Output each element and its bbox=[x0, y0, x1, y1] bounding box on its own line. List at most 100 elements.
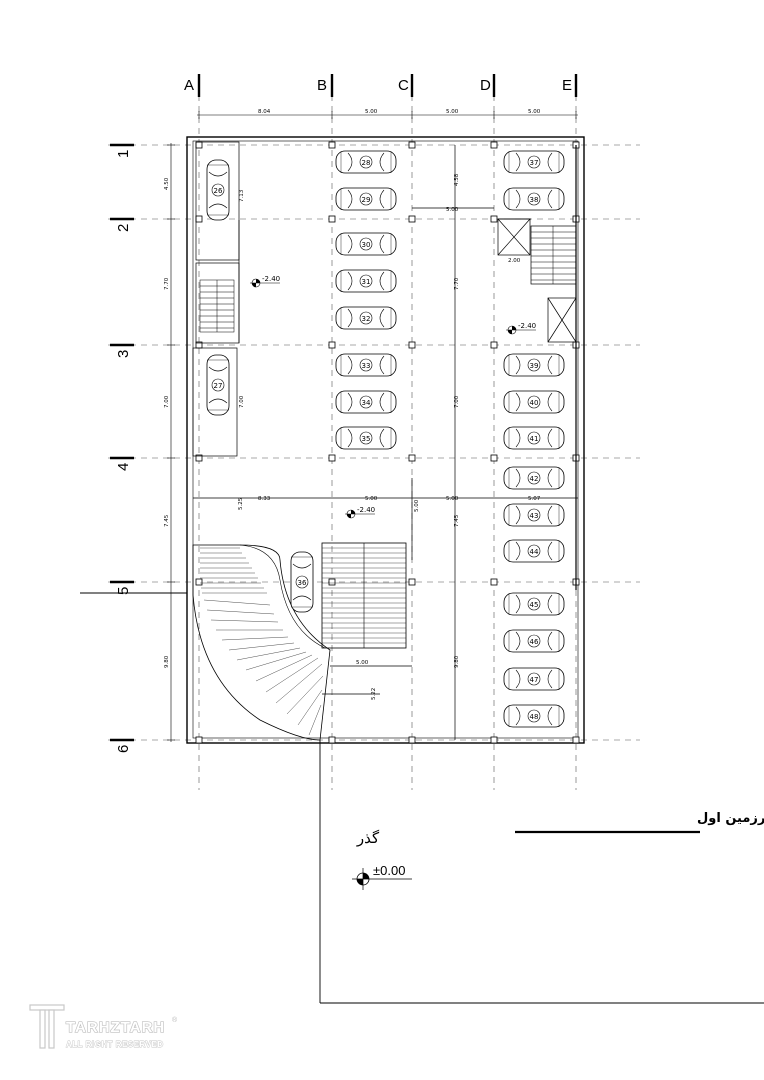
dim-cd-upper: 5.00 bbox=[446, 207, 459, 213]
dim-ab-row: 8.33 bbox=[258, 496, 271, 502]
dim-slot27: 7.00 bbox=[239, 395, 245, 408]
parking-space-38: 38 bbox=[503, 187, 565, 211]
watermark-registered: ® bbox=[172, 1016, 178, 1024]
logo-pillar-icon bbox=[29, 1004, 65, 1049]
axis-bars bbox=[110, 74, 578, 742]
dim-lift: 2.00 bbox=[508, 258, 521, 264]
parking-space-42: 42 bbox=[503, 466, 565, 490]
parking-space-47: 47 bbox=[503, 667, 565, 691]
slot-number: 41 bbox=[530, 435, 539, 443]
parking-space-48: 48 bbox=[503, 704, 565, 728]
axis-label-c: C bbox=[398, 77, 409, 94]
slot-number: 38 bbox=[530, 196, 539, 204]
slot-number: 36 bbox=[298, 579, 307, 587]
level-marker-2 bbox=[506, 325, 536, 335]
slot-number: 47 bbox=[530, 676, 539, 684]
axis-label-6: 6 bbox=[115, 745, 132, 753]
parking-space-43: 43 bbox=[503, 503, 565, 527]
axis-label-4: 4 bbox=[115, 463, 132, 471]
top-dim-de: 5.00 bbox=[528, 109, 541, 115]
slot-number: 46 bbox=[530, 638, 539, 646]
axis-label-d: D bbox=[480, 77, 491, 94]
axis-label-5: 5 bbox=[115, 587, 132, 595]
parking-space-45: 45 bbox=[503, 592, 565, 616]
parking-space-39: 39 bbox=[503, 353, 565, 377]
parking-space-44: 44 bbox=[503, 539, 565, 563]
left-dim-5-6: 9.80 bbox=[164, 655, 170, 668]
curved-ramp bbox=[192, 544, 331, 741]
parking-space-46: 46 bbox=[503, 629, 565, 653]
axis-label-b: B bbox=[317, 77, 327, 94]
level-marker-1 bbox=[250, 278, 280, 288]
axis-label-e: E bbox=[562, 77, 572, 94]
parking-space-29: 29 bbox=[335, 187, 397, 211]
top-dimension-chain bbox=[197, 111, 578, 119]
parking-space-34: 34 bbox=[335, 390, 397, 414]
dim-c-ramp: 5.00 bbox=[414, 499, 420, 512]
slot-number: 29 bbox=[362, 196, 371, 204]
left-dim-3-4: 7.00 bbox=[164, 395, 170, 408]
parking-space-40: 40 bbox=[503, 390, 565, 414]
slot-number: 44 bbox=[530, 548, 539, 556]
left-dim-2-3: 7.70 bbox=[164, 277, 170, 290]
dim-d-row4: 7.45 bbox=[454, 514, 460, 527]
parking-space-28: 28 bbox=[335, 150, 397, 174]
watermark-brand: TARHZTARH bbox=[66, 1019, 165, 1036]
slot-number: 42 bbox=[530, 475, 539, 483]
axis-label-1: 1 bbox=[115, 150, 132, 158]
dim-ramp-width: 5.00 bbox=[356, 660, 369, 666]
slot-number: 45 bbox=[530, 601, 539, 609]
dim-d-mid: 7.70 bbox=[454, 277, 460, 290]
slot-number: 35 bbox=[362, 435, 371, 443]
parking-space-32: 32 bbox=[335, 306, 397, 330]
straight-ramp-treads bbox=[322, 547, 406, 644]
parking-space-31: 31 bbox=[335, 269, 397, 293]
watermark-logo: TARHZTARH ALL RIGHT RESERVED ® bbox=[29, 1004, 178, 1049]
slot-number: 32 bbox=[362, 315, 371, 323]
dim-d-lower: 7.00 bbox=[454, 395, 460, 408]
curved-ramp-treads bbox=[200, 547, 324, 736]
top-dim-cd: 5.00 bbox=[446, 109, 459, 115]
slot-number: 31 bbox=[362, 278, 371, 286]
parking-space-27: 27 bbox=[206, 354, 230, 416]
level-label-1: -2.40 bbox=[262, 275, 280, 283]
ground-level-marker bbox=[352, 868, 412, 890]
level-marker-3 bbox=[345, 509, 375, 519]
interior-lines bbox=[80, 141, 764, 1004]
parking-space-30: 30 bbox=[335, 232, 397, 256]
slot-number: 39 bbox=[530, 362, 539, 370]
dim-d-row5: 9.80 bbox=[454, 655, 460, 668]
left-dimension-chain bbox=[167, 143, 175, 742]
road-label: گذر bbox=[356, 829, 380, 847]
top-dim-bc: 5.00 bbox=[365, 109, 378, 115]
slot-number: 48 bbox=[530, 713, 539, 721]
ground-level-label: ±0.00 bbox=[373, 863, 405, 878]
axis-label-2: 2 bbox=[115, 224, 132, 232]
dim-c-upper: 4.58 bbox=[454, 173, 460, 186]
parking-space-41: 41 bbox=[503, 426, 565, 450]
watermark-tagline: ALL RIGHT RESERVED bbox=[66, 1040, 164, 1049]
parking-space-36: 36 bbox=[290, 551, 314, 613]
stair-upper-left bbox=[199, 279, 235, 333]
slot-number: 40 bbox=[530, 399, 539, 407]
left-dim-4-5: 7.45 bbox=[164, 514, 170, 527]
slot-number: 33 bbox=[362, 362, 371, 370]
parking-space-37: 37 bbox=[503, 150, 565, 174]
dim-cd-row: 5.00 bbox=[446, 496, 459, 502]
dim-bc-row: 5.00 bbox=[365, 496, 378, 502]
dim-ramp-depth: 5.22 bbox=[371, 688, 377, 700]
slot-number: 28 bbox=[362, 159, 371, 167]
level-label-3: -2.40 bbox=[357, 506, 375, 514]
dim-a-ramp: 5.25 bbox=[238, 497, 244, 510]
parking-space-35: 35 bbox=[335, 426, 397, 450]
slot-number: 26 bbox=[214, 187, 223, 195]
slot-number: 34 bbox=[362, 399, 371, 407]
stair-right bbox=[531, 226, 576, 284]
slot-number: 43 bbox=[530, 512, 539, 520]
row-grid-lines bbox=[108, 144, 640, 741]
slot-number: 30 bbox=[362, 241, 371, 249]
parking-space-26: 26 bbox=[206, 159, 230, 221]
level-label-2: -2.40 bbox=[518, 322, 536, 330]
dim-slot26: 7.13 bbox=[239, 189, 245, 202]
